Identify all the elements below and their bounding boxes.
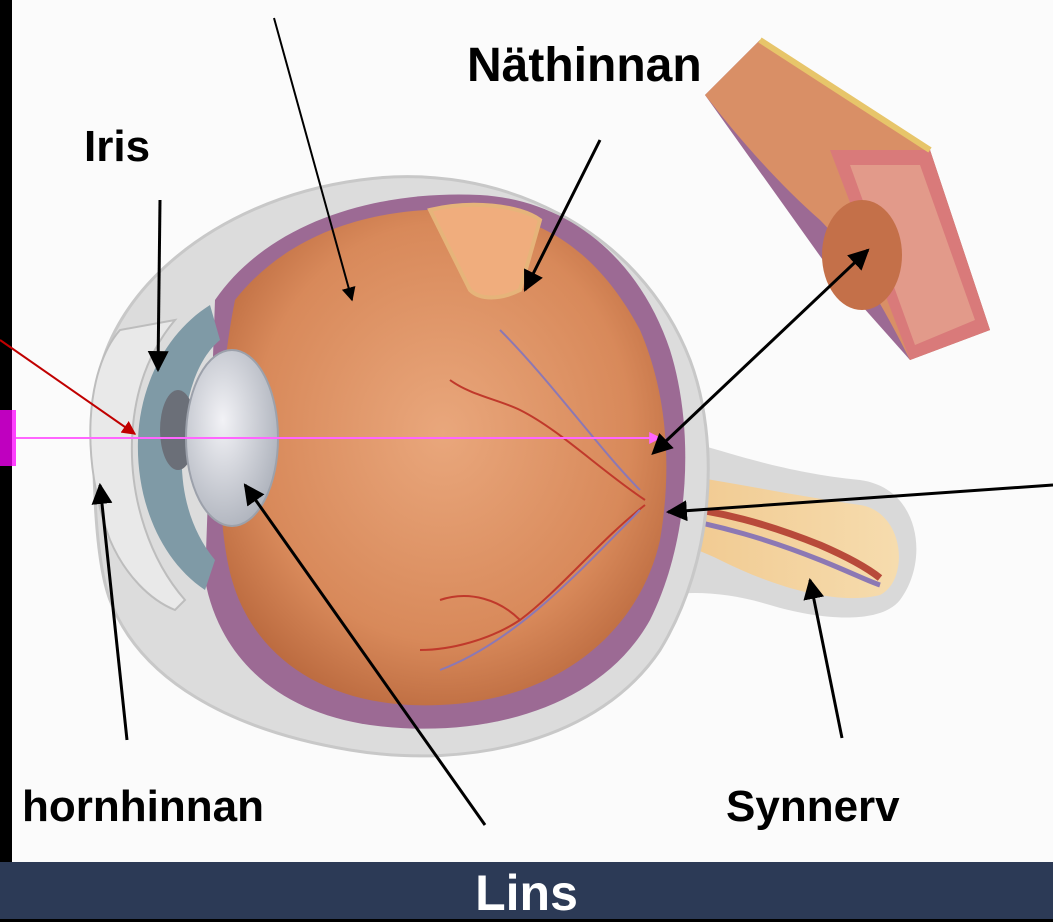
vitreous-body xyxy=(220,209,667,705)
label-iris: Iris xyxy=(84,122,150,172)
light-source-marker xyxy=(0,410,16,466)
label-lens: Lins xyxy=(0,864,1053,922)
label-retina: Näthinnan xyxy=(467,38,702,93)
retina-detail-inset xyxy=(705,40,990,360)
label-cornea: hornhinnan xyxy=(22,782,264,832)
label-optic-nerve: Synnerv xyxy=(726,782,900,832)
arrow-iris xyxy=(158,200,160,370)
arrow-macula xyxy=(665,250,868,442)
